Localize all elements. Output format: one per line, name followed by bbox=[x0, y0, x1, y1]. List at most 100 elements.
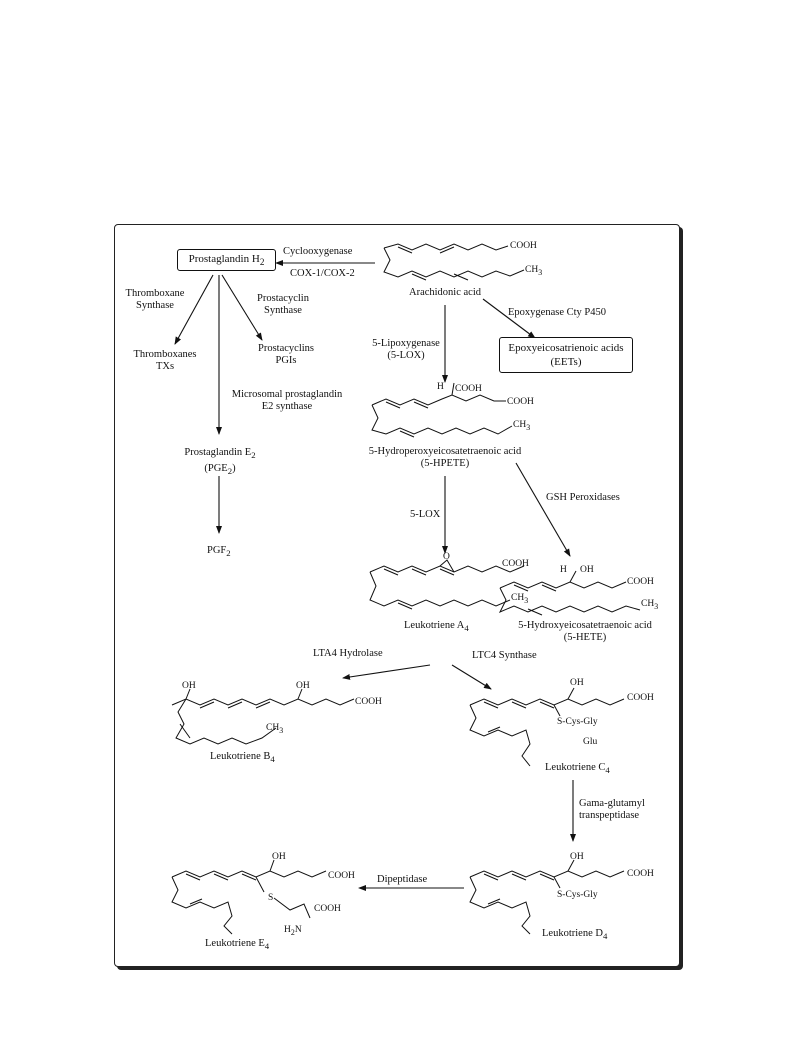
ggt-line1: Gama-glutamyl bbox=[579, 798, 645, 809]
aa-ch3-text: CH bbox=[525, 265, 539, 275]
enzyme-cyclooxygenase: Cyclooxygenase bbox=[283, 246, 353, 257]
lte4-subscript: 4 bbox=[264, 941, 270, 952]
lta4-ch3-text: CH bbox=[511, 593, 525, 603]
ltd4-structure bbox=[469, 859, 625, 935]
pgh2-subscript: 2 bbox=[259, 257, 265, 268]
ltd4-s-cys-gly: S-Cys-Gly bbox=[557, 890, 598, 900]
mpges-line1: Microsomal prostaglandin bbox=[231, 389, 343, 400]
hpete-line2: (5-HPETE) bbox=[420, 458, 470, 469]
thromboxane-synthase-line2: Synthase bbox=[136, 300, 174, 311]
eets-box: Epoxyeicosatrienoic acids (EETs) bbox=[499, 337, 633, 373]
lte4-text: Leukotriene E bbox=[205, 938, 265, 949]
aa-ch3: CH3 bbox=[525, 264, 542, 279]
ltc4-subscript: 4 bbox=[605, 765, 610, 776]
ltb4-ch3: CH3 bbox=[266, 722, 283, 737]
lta4-ch3-subscript: 3 bbox=[524, 595, 529, 605]
hete-line1: 5-Hydroxyeicosatetraenoic acid bbox=[518, 620, 652, 631]
arrow-lta4-to-ltb4 bbox=[342, 664, 431, 680]
arrow-hpete-to-hete bbox=[515, 462, 571, 557]
label-leukotriene-a4: Leukotriene A4 bbox=[404, 620, 469, 634]
lte4-cooh-2: COOH bbox=[314, 904, 341, 914]
lta4-o: O bbox=[443, 552, 450, 562]
lte4-h2n-n: N bbox=[294, 925, 302, 935]
label-leukotriene-c4: Leukotriene C4 bbox=[545, 762, 610, 776]
ltc4-glu: Glu bbox=[583, 737, 598, 747]
ltc4-oh: OH bbox=[570, 678, 584, 688]
ltd4-oh: OH bbox=[570, 852, 584, 862]
ltb4-subscript: 4 bbox=[270, 754, 275, 765]
hete-ch3: CH3 bbox=[641, 598, 658, 613]
lte4-h2n: H2N bbox=[284, 924, 302, 939]
enzyme-cox: COX-1/COX-2 bbox=[290, 268, 355, 279]
hete-line2: (5-HETE) bbox=[563, 632, 607, 643]
ltd4-text: Leukotriene D bbox=[542, 928, 603, 939]
ltb4-oh-left: OH bbox=[182, 681, 196, 691]
hete-oh: OH bbox=[580, 565, 594, 575]
label-5-hete: 5-Hydroxyeicosatetraenoic acid (5-HETE) bbox=[500, 620, 670, 644]
enzyme-gsh-peroxidases: GSH Peroxidases bbox=[546, 492, 620, 503]
hpete-cooh: COOH bbox=[507, 397, 534, 407]
lta4-structure bbox=[369, 559, 525, 610]
prostacyclins-line1: Prostacyclins bbox=[258, 343, 314, 354]
aa-cooh: COOH bbox=[510, 241, 537, 251]
enzyme-thromboxane-synthase: Thromboxane Synthase bbox=[120, 288, 190, 312]
hpete-cooh-top: COOH bbox=[455, 384, 482, 394]
label-arachidonic-acid: Arachidonic acid bbox=[408, 287, 481, 298]
hete-structure bbox=[498, 570, 641, 616]
ltd4-subscript: 4 bbox=[602, 931, 608, 942]
thromboxanes-line2: TXs bbox=[155, 361, 175, 372]
label-pgf2: PGF2 bbox=[207, 545, 231, 559]
thromboxane-synthase-line1: Thromboxane bbox=[125, 288, 185, 299]
enzyme-lta4-hydrolase: LTA4 Hydrolase bbox=[313, 648, 383, 659]
enzyme-mpges: Microsomal prostaglandin E2 synthase bbox=[222, 389, 352, 413]
label-thromboxanes: Thromboxanes TXs bbox=[125, 349, 205, 373]
ggt-line2: transpeptidase bbox=[579, 810, 640, 821]
label-leukotriene-b4: Leukotriene B4 bbox=[210, 751, 275, 765]
eets-abbrev: (EETs) bbox=[550, 356, 582, 368]
prostacyclin-synthase-line2: Synthase bbox=[264, 305, 302, 316]
arrow-lta4-to-ltc4 bbox=[451, 664, 492, 690]
enzyme-dipeptidase: Dipeptidase bbox=[377, 874, 428, 885]
pge2-line2: (PGE2) bbox=[170, 462, 270, 478]
ltb4-structure bbox=[171, 688, 355, 745]
arachidonic-acid-structure bbox=[383, 243, 525, 281]
lox-line1: 5-Lipoxygenase bbox=[372, 338, 440, 349]
hpete-ch3-text: CH bbox=[513, 420, 527, 430]
pge2-abbrev: (PGE bbox=[204, 463, 228, 475]
thromboxanes-line1: Thromboxanes bbox=[133, 349, 197, 360]
hete-ch3-text: CH bbox=[641, 599, 655, 609]
label-5-hpete: 5-Hydroperoxyeicosatetraenoic acid (5-HP… bbox=[355, 446, 535, 470]
lta4-text: Leukotriene A bbox=[404, 620, 465, 631]
ltc4-cooh: COOH bbox=[627, 693, 654, 703]
ltb4-ch3-subscript: 3 bbox=[279, 725, 284, 735]
aa-ch3-subscript: 3 bbox=[538, 267, 543, 277]
pgf2-subscript: 2 bbox=[226, 548, 231, 559]
pge2-abbrev-subscript: 2 bbox=[227, 466, 233, 477]
prostaglandin-h2-box: Prostaglandin H2 bbox=[177, 249, 276, 272]
hpete-ch3: CH3 bbox=[513, 419, 530, 434]
hpete-h: H bbox=[437, 382, 444, 392]
ltb4-oh-right: OH bbox=[296, 681, 310, 691]
ltc4-text: Leukotriene C bbox=[545, 762, 606, 773]
pge2-line1: Prostaglandin E2 bbox=[170, 446, 270, 462]
ltb4-text: Leukotriene B bbox=[210, 751, 271, 762]
arrow-pgh2-to-pgi bbox=[221, 274, 263, 341]
ltd4-cooh: COOH bbox=[627, 869, 654, 879]
lta4-cooh: COOH bbox=[502, 559, 529, 569]
ltb4-ch3-text: CH bbox=[266, 723, 280, 733]
pgf2-text: PGF bbox=[207, 545, 227, 556]
enzyme-ltc4-synthase: LTC4 Synthase bbox=[472, 650, 537, 661]
enzyme-5-lox: 5-LOX bbox=[410, 509, 441, 520]
ltb4-cooh: COOH bbox=[355, 697, 382, 707]
ltc4-structure bbox=[469, 687, 625, 767]
hete-ch3-subscript: 3 bbox=[654, 601, 659, 611]
mpges-line2: E2 synthase bbox=[261, 401, 313, 412]
arrow-pgh2-to-tx bbox=[174, 274, 214, 345]
lte4-h2n-subscript: 2 bbox=[290, 927, 295, 937]
label-prostaglandin-e2: Prostaglandin E2 (PGE2) bbox=[170, 446, 270, 478]
hpete-line1: 5-Hydroperoxyeicosatetraenoic acid bbox=[368, 446, 522, 457]
pgh2-label: Prostaglandin H bbox=[188, 253, 260, 265]
label-leukotriene-d4: Leukotriene D4 bbox=[542, 928, 607, 942]
pge2-abbrev-close: ) bbox=[232, 463, 236, 475]
